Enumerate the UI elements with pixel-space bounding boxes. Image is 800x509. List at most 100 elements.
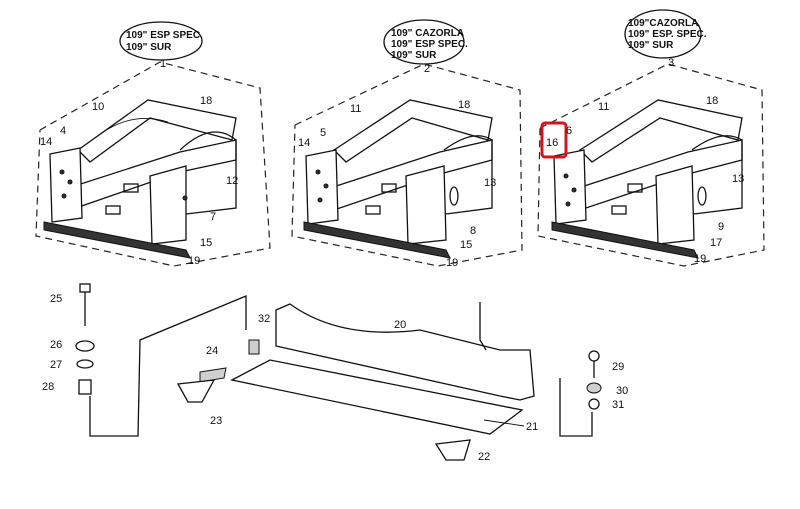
callout-18: 18 <box>706 95 718 107</box>
bolt-hole <box>315 169 321 175</box>
callout-21: 21 <box>526 421 538 433</box>
right-upright <box>405 165 447 245</box>
callout-19: 19 <box>188 255 200 267</box>
sill-strip <box>551 221 699 259</box>
caption-2-line-3: 109" SUR <box>391 50 437 61</box>
plate-21 <box>230 359 524 435</box>
callout-27: 27 <box>50 359 62 371</box>
assembly-1-boundary <box>35 61 271 267</box>
bolt-hole <box>61 193 67 199</box>
floor-cutout <box>105 205 121 215</box>
callout-14: 14 <box>40 136 52 148</box>
callout-13: 13 <box>732 173 744 185</box>
callout-9: 9 <box>718 221 724 233</box>
left-upright <box>553 149 587 225</box>
assembly-2-boundary <box>291 63 523 267</box>
callout-18: 18 <box>200 95 212 107</box>
caption-1-line-1: 109" ESP SPEC. <box>126 30 203 41</box>
assembly-1-number: 1 <box>160 58 166 70</box>
leader-line <box>483 419 525 427</box>
callout-24: 24 <box>206 345 218 357</box>
right-upright <box>149 165 187 245</box>
nut <box>78 379 92 395</box>
washer <box>75 340 95 352</box>
floor-cutout <box>627 183 643 193</box>
assembly-1: 109" ESP SPEC. 109" SUR 1 10 18 4 14 12 … <box>35 21 271 267</box>
clip-32 <box>248 339 260 355</box>
callout-31: 31 <box>612 399 624 411</box>
rear-member <box>578 99 743 163</box>
callout-23: 23 <box>210 415 222 427</box>
caption-3-line-2: 109" ESP. SPEC. <box>628 29 707 40</box>
arch-slot <box>449 186 459 206</box>
callout-16-highlight <box>540 121 568 159</box>
leader-line <box>559 378 593 437</box>
bolt-hole <box>563 173 569 179</box>
loose-parts: 25 26 27 28 24 23 32 20 21 22 29 30 31 <box>42 283 628 463</box>
bracket-23 <box>176 379 216 403</box>
leader-line <box>89 295 247 437</box>
floor-cutout <box>123 183 139 193</box>
caption-oval-3 <box>624 9 702 59</box>
assembly-3-number: 3 <box>668 57 674 69</box>
nut <box>588 398 600 410</box>
callout-11: 11 <box>350 103 361 115</box>
floor-cutout <box>365 205 381 215</box>
callout-19: 19 <box>446 257 458 269</box>
callout-17: 17 <box>710 237 722 249</box>
left-upright <box>305 149 339 225</box>
callout-18: 18 <box>458 99 470 111</box>
bolt-hole <box>59 169 65 175</box>
floor-cutout <box>611 205 627 215</box>
caption-oval-1 <box>119 21 203 61</box>
caption-3-line-1: 109"CAZORLA <box>628 18 698 29</box>
caption-2-line-2: 109" ESP SPEC. <box>391 39 468 50</box>
rear-member <box>332 99 493 163</box>
spring-washer <box>76 359 94 369</box>
pad-24 <box>199 367 227 383</box>
assembly-2: 109" CAZORLA 109" ESP SPEC. 109" SUR 2 1… <box>291 19 523 269</box>
crossmember-20 <box>275 303 535 401</box>
assembly-3-boundary <box>537 63 765 267</box>
bolt-hole <box>571 187 577 193</box>
arch-slot <box>697 186 707 206</box>
callout-11: 11 <box>598 101 609 113</box>
callout-29: 29 <box>612 361 624 373</box>
caption-oval-2 <box>383 19 465 65</box>
sill-strip <box>43 221 191 259</box>
caption-1-line-2: 109" SUR <box>126 42 172 53</box>
callout-30: 30 <box>616 385 628 397</box>
callout-6: 6 <box>566 125 572 137</box>
wedge-22 <box>434 439 471 461</box>
rear-member-curve <box>94 117 169 139</box>
left-upright <box>49 147 83 223</box>
callout-28: 28 <box>42 381 54 393</box>
callout-25: 25 <box>50 293 62 305</box>
callout-14: 14 <box>298 137 310 149</box>
callout-12: 12 <box>226 175 238 187</box>
callout-19: 19 <box>694 253 706 265</box>
callout-7: 7 <box>210 211 216 223</box>
callout-16[interactable]: 16 <box>546 137 558 149</box>
leader-line <box>479 302 487 351</box>
bolt-head <box>79 283 91 293</box>
callout-22: 22 <box>478 451 490 463</box>
bolt-hole <box>67 179 73 185</box>
right-upright <box>655 165 695 245</box>
wheel-arch <box>443 135 493 215</box>
bolt-hole <box>323 183 329 189</box>
wheel-arch <box>691 135 743 215</box>
rear-member <box>76 99 237 163</box>
assembly-3: 109"CAZORLA 109" ESP. SPEC. 109" SUR 3 1… <box>537 9 765 267</box>
caption-3-line-3: 109" SUR <box>628 40 674 51</box>
assembly-2-number: 2 <box>424 63 430 75</box>
washer <box>586 382 602 394</box>
bolt-hole <box>565 201 571 207</box>
callout-15: 15 <box>200 237 212 249</box>
callout-10: 10 <box>92 101 104 113</box>
callout-13: 13 <box>484 177 496 189</box>
sill-strip <box>303 221 451 259</box>
callout-4: 4 <box>60 125 66 137</box>
